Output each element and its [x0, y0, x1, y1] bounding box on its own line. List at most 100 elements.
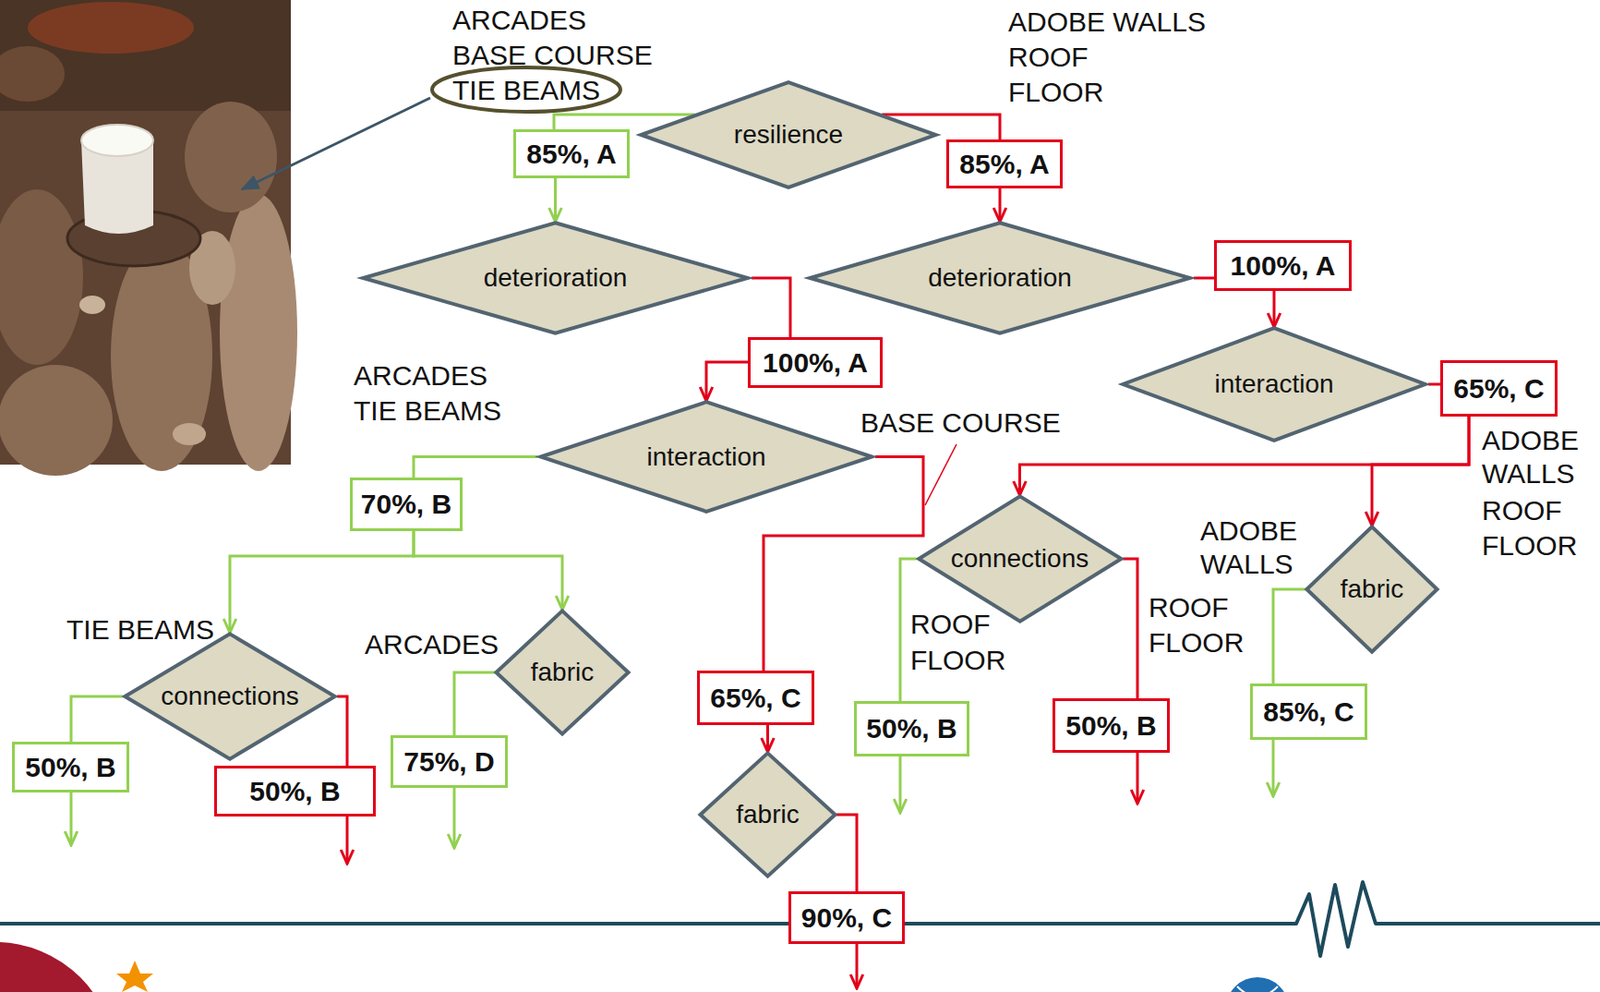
photo-detail: [0, 364, 113, 476]
diamond-outline: [1306, 526, 1437, 651]
diamond-outline: [124, 633, 335, 758]
diamond-outline: [362, 222, 748, 334]
score-text: 50%, B: [1065, 709, 1156, 742]
decision-text: connections: [950, 543, 1089, 574]
exit-arrow: [346, 816, 349, 864]
logo: [1229, 986, 1286, 992]
diamond-outline: [699, 752, 835, 876]
flow-connector: [706, 361, 748, 401]
logo: [1226, 976, 1289, 992]
decision-text: resilience: [733, 120, 843, 150]
exit-arrow: [899, 756, 903, 813]
decision-diamond: interaction: [537, 400, 876, 513]
decision-diamond: connections: [122, 632, 337, 760]
flow-connector: [1273, 290, 1276, 327]
result-box: 100%, A: [1214, 240, 1352, 291]
flow-connector: [836, 814, 857, 891]
leader-line: [925, 444, 957, 506]
score-text: 75%, D: [403, 745, 494, 778]
flow-connector: [229, 530, 414, 633]
result-box: 50%, B: [1052, 697, 1170, 753]
flow-connector: [998, 188, 1002, 222]
component-label: TIE BEAMS: [66, 613, 215, 647]
diamond-outline: [1122, 327, 1425, 441]
result-box: 65%, C: [1440, 360, 1558, 417]
decision-text: deterioration: [927, 263, 1072, 293]
exit-arrow: [855, 943, 859, 988]
component-label: FLOOR: [1481, 529, 1577, 563]
result-box: 85%, C: [1250, 683, 1368, 740]
diamond-outline: [640, 82, 936, 188]
score-text: 85%, A: [959, 148, 1049, 181]
photo-detail: [0, 46, 65, 102]
result-box: 65%, C: [697, 670, 815, 725]
diamond-outline: [495, 610, 628, 734]
component-label: ARCADES: [452, 3, 587, 37]
flow-connector: [553, 178, 557, 222]
score-text: 85%, A: [526, 138, 616, 170]
result-box: 90%, C: [788, 890, 905, 944]
component-label: BASE COURSE: [452, 38, 653, 73]
component-label: ROOF: [1148, 590, 1229, 625]
score-text: 50%, B: [249, 775, 340, 807]
component-label: ADOBE WALLS: [1008, 5, 1206, 39]
component-label: TIE BEAMS: [452, 73, 601, 108]
result-box: 85%, A: [513, 129, 630, 179]
result-box: 75%, D: [390, 734, 508, 788]
footer-line: [0, 881, 1600, 956]
flow-connector: [751, 277, 791, 337]
flow-connector: [1371, 416, 1469, 526]
component-label: BASE COURSE: [860, 406, 1061, 440]
diamond-outline: [809, 222, 1191, 334]
decision-diamond: fabric: [698, 751, 837, 878]
decision-text: interaction: [646, 442, 766, 472]
score-text: 70%, B: [360, 488, 452, 520]
flow-connector: [766, 724, 770, 752]
logo: [116, 960, 154, 992]
flow-connector: [1193, 276, 1215, 280]
flow-connector: [1122, 558, 1138, 698]
highlight-ellipse: [432, 67, 621, 112]
flow-connector: [413, 457, 538, 479]
result-box: 85%, A: [946, 139, 1063, 189]
component-label: ARCADES: [364, 627, 499, 662]
component-label: ROOF: [1008, 40, 1089, 74]
flow-connector: [413, 530, 563, 610]
flow-connector: [454, 672, 495, 735]
flow-connector: [336, 696, 348, 766]
decision-diamond: deterioration: [806, 221, 1194, 335]
decision-diamond: interaction: [1119, 326, 1429, 442]
exit-arrow: [453, 787, 457, 848]
decision-diamond: fabric: [1305, 525, 1439, 653]
decision-diamond: resilience: [637, 81, 939, 189]
score-text: 50%, B: [866, 712, 957, 745]
decision-text: connections: [160, 681, 299, 711]
diamond-outline: [918, 495, 1121, 621]
decision-diamond: connections: [916, 494, 1124, 623]
component-label: ADOBE WALLS: [1481, 423, 1595, 491]
decision-diamond: fabric: [494, 609, 630, 735]
photo-detail: [79, 295, 106, 314]
photo-detail: [184, 101, 277, 213]
component-label: ARCADES: [353, 359, 488, 393]
photo-detail: [81, 124, 154, 157]
score-text: 50%, B: [24, 751, 116, 783]
decision-text: fabric: [1340, 574, 1404, 604]
component-label: FLOOR: [1148, 625, 1244, 660]
decision-text: interaction: [1214, 369, 1334, 399]
flow-connector: [1273, 589, 1306, 684]
score-text: 65%, C: [1453, 372, 1544, 405]
score-text: 100%, A: [1230, 250, 1336, 282]
score-text: 100%, A: [762, 347, 868, 379]
decision-diamond: deterioration: [359, 221, 752, 335]
photo-detail: [27, 1, 194, 54]
score-text: 90%, C: [801, 902, 892, 934]
exit-arrow: [70, 792, 73, 845]
flow-connector: [71, 696, 123, 742]
component-label: FLOOR: [910, 643, 1006, 677]
exit-arrow: [1136, 752, 1140, 804]
score-text: 85%, C: [1263, 696, 1354, 728]
exit-arrow: [1272, 739, 1276, 796]
result-box: 50%, B: [12, 741, 130, 793]
